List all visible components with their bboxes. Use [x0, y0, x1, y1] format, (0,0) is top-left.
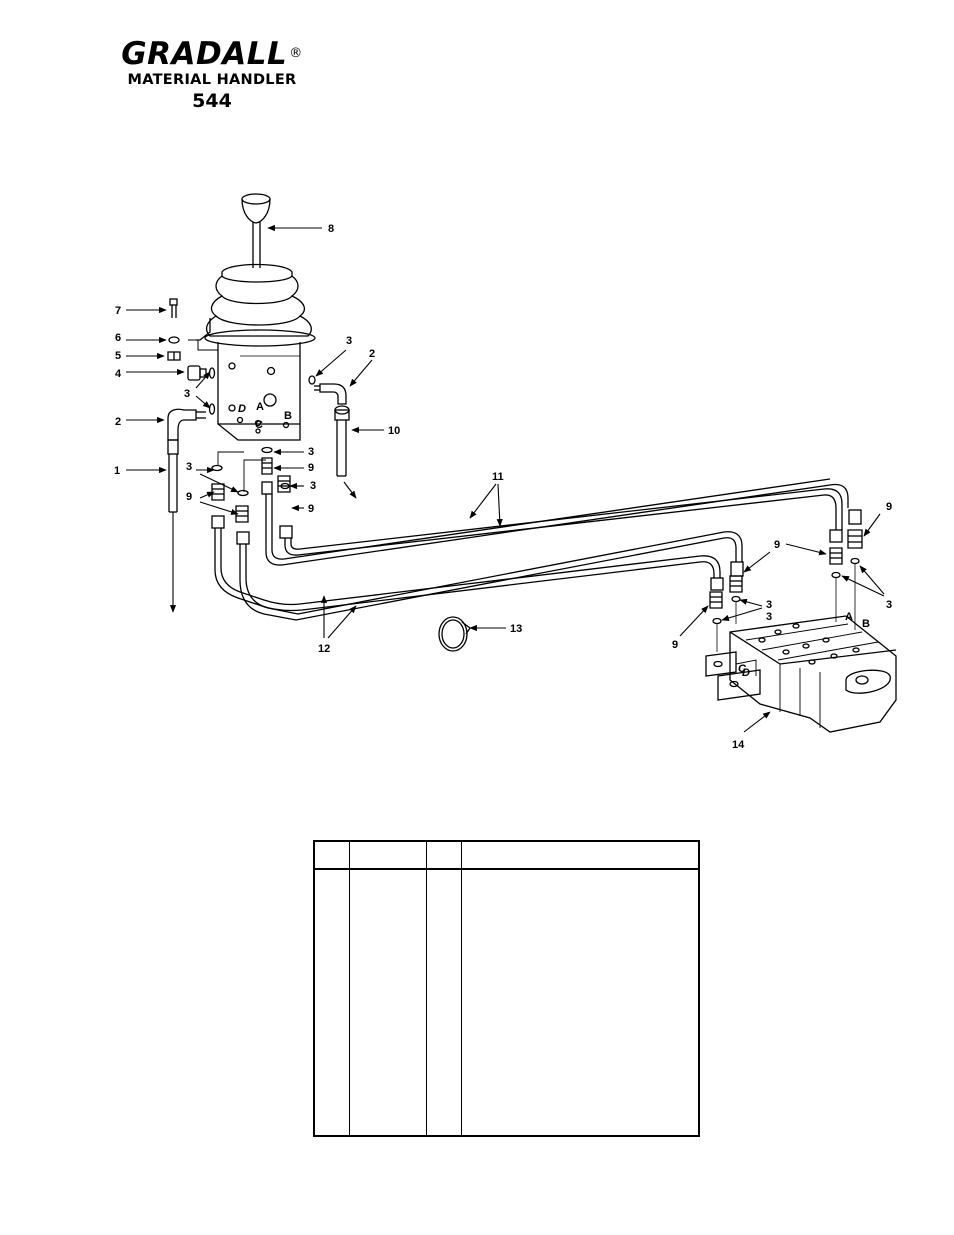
elbow-fitting-right [314, 383, 347, 405]
callout-9: 9 [186, 491, 192, 503]
brand-logo: GRADALL® [121, 36, 303, 72]
callout-5: 5 [115, 350, 121, 362]
callout-11: 11 [492, 471, 504, 483]
table-cell-item [313, 869, 350, 1136]
callout-9: 9 [886, 501, 892, 513]
joystick-knob [241, 193, 271, 205]
callout-3: 3 [186, 461, 192, 473]
port-label-b: B [284, 410, 292, 422]
lock-washer [168, 336, 218, 351]
port-label-d: D [238, 403, 246, 415]
callout-3: 3 [766, 611, 772, 623]
adapter-fitting-cluster-right [709, 529, 863, 652]
plug [187, 365, 216, 381]
hose-assembly-11 [261, 478, 862, 566]
callout-9: 9 [672, 639, 678, 651]
table-cell-description [461, 869, 700, 1136]
callout-3: 3 [886, 599, 892, 611]
valve-port-label-d: D [742, 667, 750, 679]
parts-table-header-part-number [349, 841, 427, 870]
hose-assembly-12 [211, 515, 744, 621]
parts-list-table [313, 840, 700, 1137]
subtitle: MATERIAL HANDLER [127, 72, 297, 88]
hose-10 [334, 405, 350, 477]
callout-3: 3 [308, 446, 314, 458]
model-number: 544 [192, 90, 232, 112]
table-cell-quantity [426, 869, 462, 1136]
registered-mark: ® [289, 46, 303, 61]
callout-12: 12 [318, 643, 330, 655]
callout-3: 3 [310, 480, 316, 492]
callout-9: 9 [308, 503, 314, 515]
callout-4: 4 [115, 368, 122, 380]
valve-port-label-b: B [862, 618, 870, 630]
o-ring [208, 403, 216, 415]
callout-labels: 1 2 2 3 3 3 3 3 3 3 3 4 5 6 7 8 9 9 9 9 … [114, 223, 892, 751]
table-row [313, 869, 700, 1136]
callout-14: 14 [732, 739, 745, 751]
callout-2: 2 [115, 416, 121, 428]
hose-1 [167, 439, 179, 513]
callout-3: 3 [766, 599, 772, 611]
cap-screw [169, 298, 211, 341]
rubber-boot [205, 263, 312, 337]
table-cell-part-number [349, 869, 427, 1136]
callout-10: 10 [388, 425, 400, 437]
elbow-fitting-left [167, 408, 206, 441]
callout-1: 1 [114, 465, 120, 477]
joystick-control-valve [204, 193, 316, 441]
callout-7: 7 [115, 305, 121, 317]
hex-nut [167, 351, 181, 361]
callout-6: 6 [115, 332, 121, 344]
o-ring [308, 375, 316, 385]
parts-table-header-description [461, 841, 700, 870]
parts-table-header-item [313, 841, 350, 870]
leader-arrows [126, 224, 885, 733]
parts-table-header-quantity [426, 841, 462, 870]
callout-13: 13 [510, 623, 522, 635]
valve-port-label-a: A [845, 611, 853, 623]
parts-table-header-row [313, 841, 700, 870]
hose-clamp [438, 616, 471, 652]
callout-3: 3 [346, 335, 352, 347]
callout-3: 3 [184, 388, 190, 400]
callout-8: 8 [328, 223, 334, 235]
callout-9: 9 [774, 539, 780, 551]
main-control-valve [705, 615, 897, 733]
valve-body [217, 342, 301, 441]
header: GRADALL® MATERIAL HANDLER 544 [112, 38, 312, 112]
mounting-plate [204, 329, 316, 347]
callout-2: 2 [369, 348, 375, 360]
port-label-a: A [256, 401, 264, 413]
callout-9: 9 [308, 462, 314, 474]
valve-port-label-c: C [738, 663, 747, 675]
port-label-c: C [255, 419, 263, 431]
